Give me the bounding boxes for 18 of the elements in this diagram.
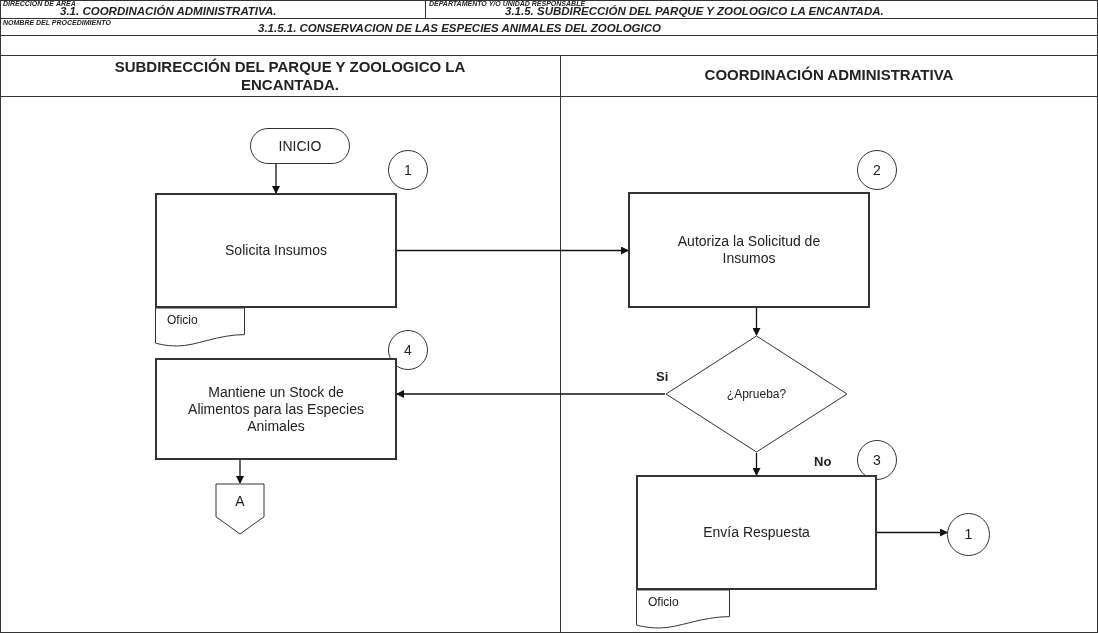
offpage-connector: A: [215, 483, 265, 535]
arrow: [752, 307, 761, 336]
arrow: [752, 452, 761, 476]
terminator: INICIO: [250, 128, 350, 164]
document-shape: Oficio: [155, 308, 245, 346]
process-box: Mantiene un Stock de Alimentos para las Especies Animales: [155, 358, 397, 460]
field-value: 3.1.5. SUBDIRECCIÓN DEL PARQUE Y ZOOLOGICO LA ENCANTADA.: [505, 6, 884, 18]
arrow: [396, 246, 629, 255]
field-value: 3.1. COORDINACIÓN ADMINISTRATIVA.: [60, 6, 277, 18]
document-shape: Oficio: [636, 590, 730, 628]
lane-heading: COORDINACIÓN ADMINISTRATIVA: [703, 66, 955, 84]
lane-heading: SUBDIRECCIÓN DEL PARQUE Y ZOOLOGICO LA ENCANTADA.: [113, 58, 467, 94]
arrow: [272, 163, 280, 194]
procedure-title: 3.1.5.1. CONSERVACION DE LAS ESPECIES ANIMALES DEL ZOOLOGICO: [258, 23, 661, 35]
arrow: [236, 459, 244, 484]
arrow: [396, 390, 666, 398]
arrow: [876, 528, 948, 537]
process-box: Autoriza la Solicitud de Insumos: [628, 192, 870, 308]
